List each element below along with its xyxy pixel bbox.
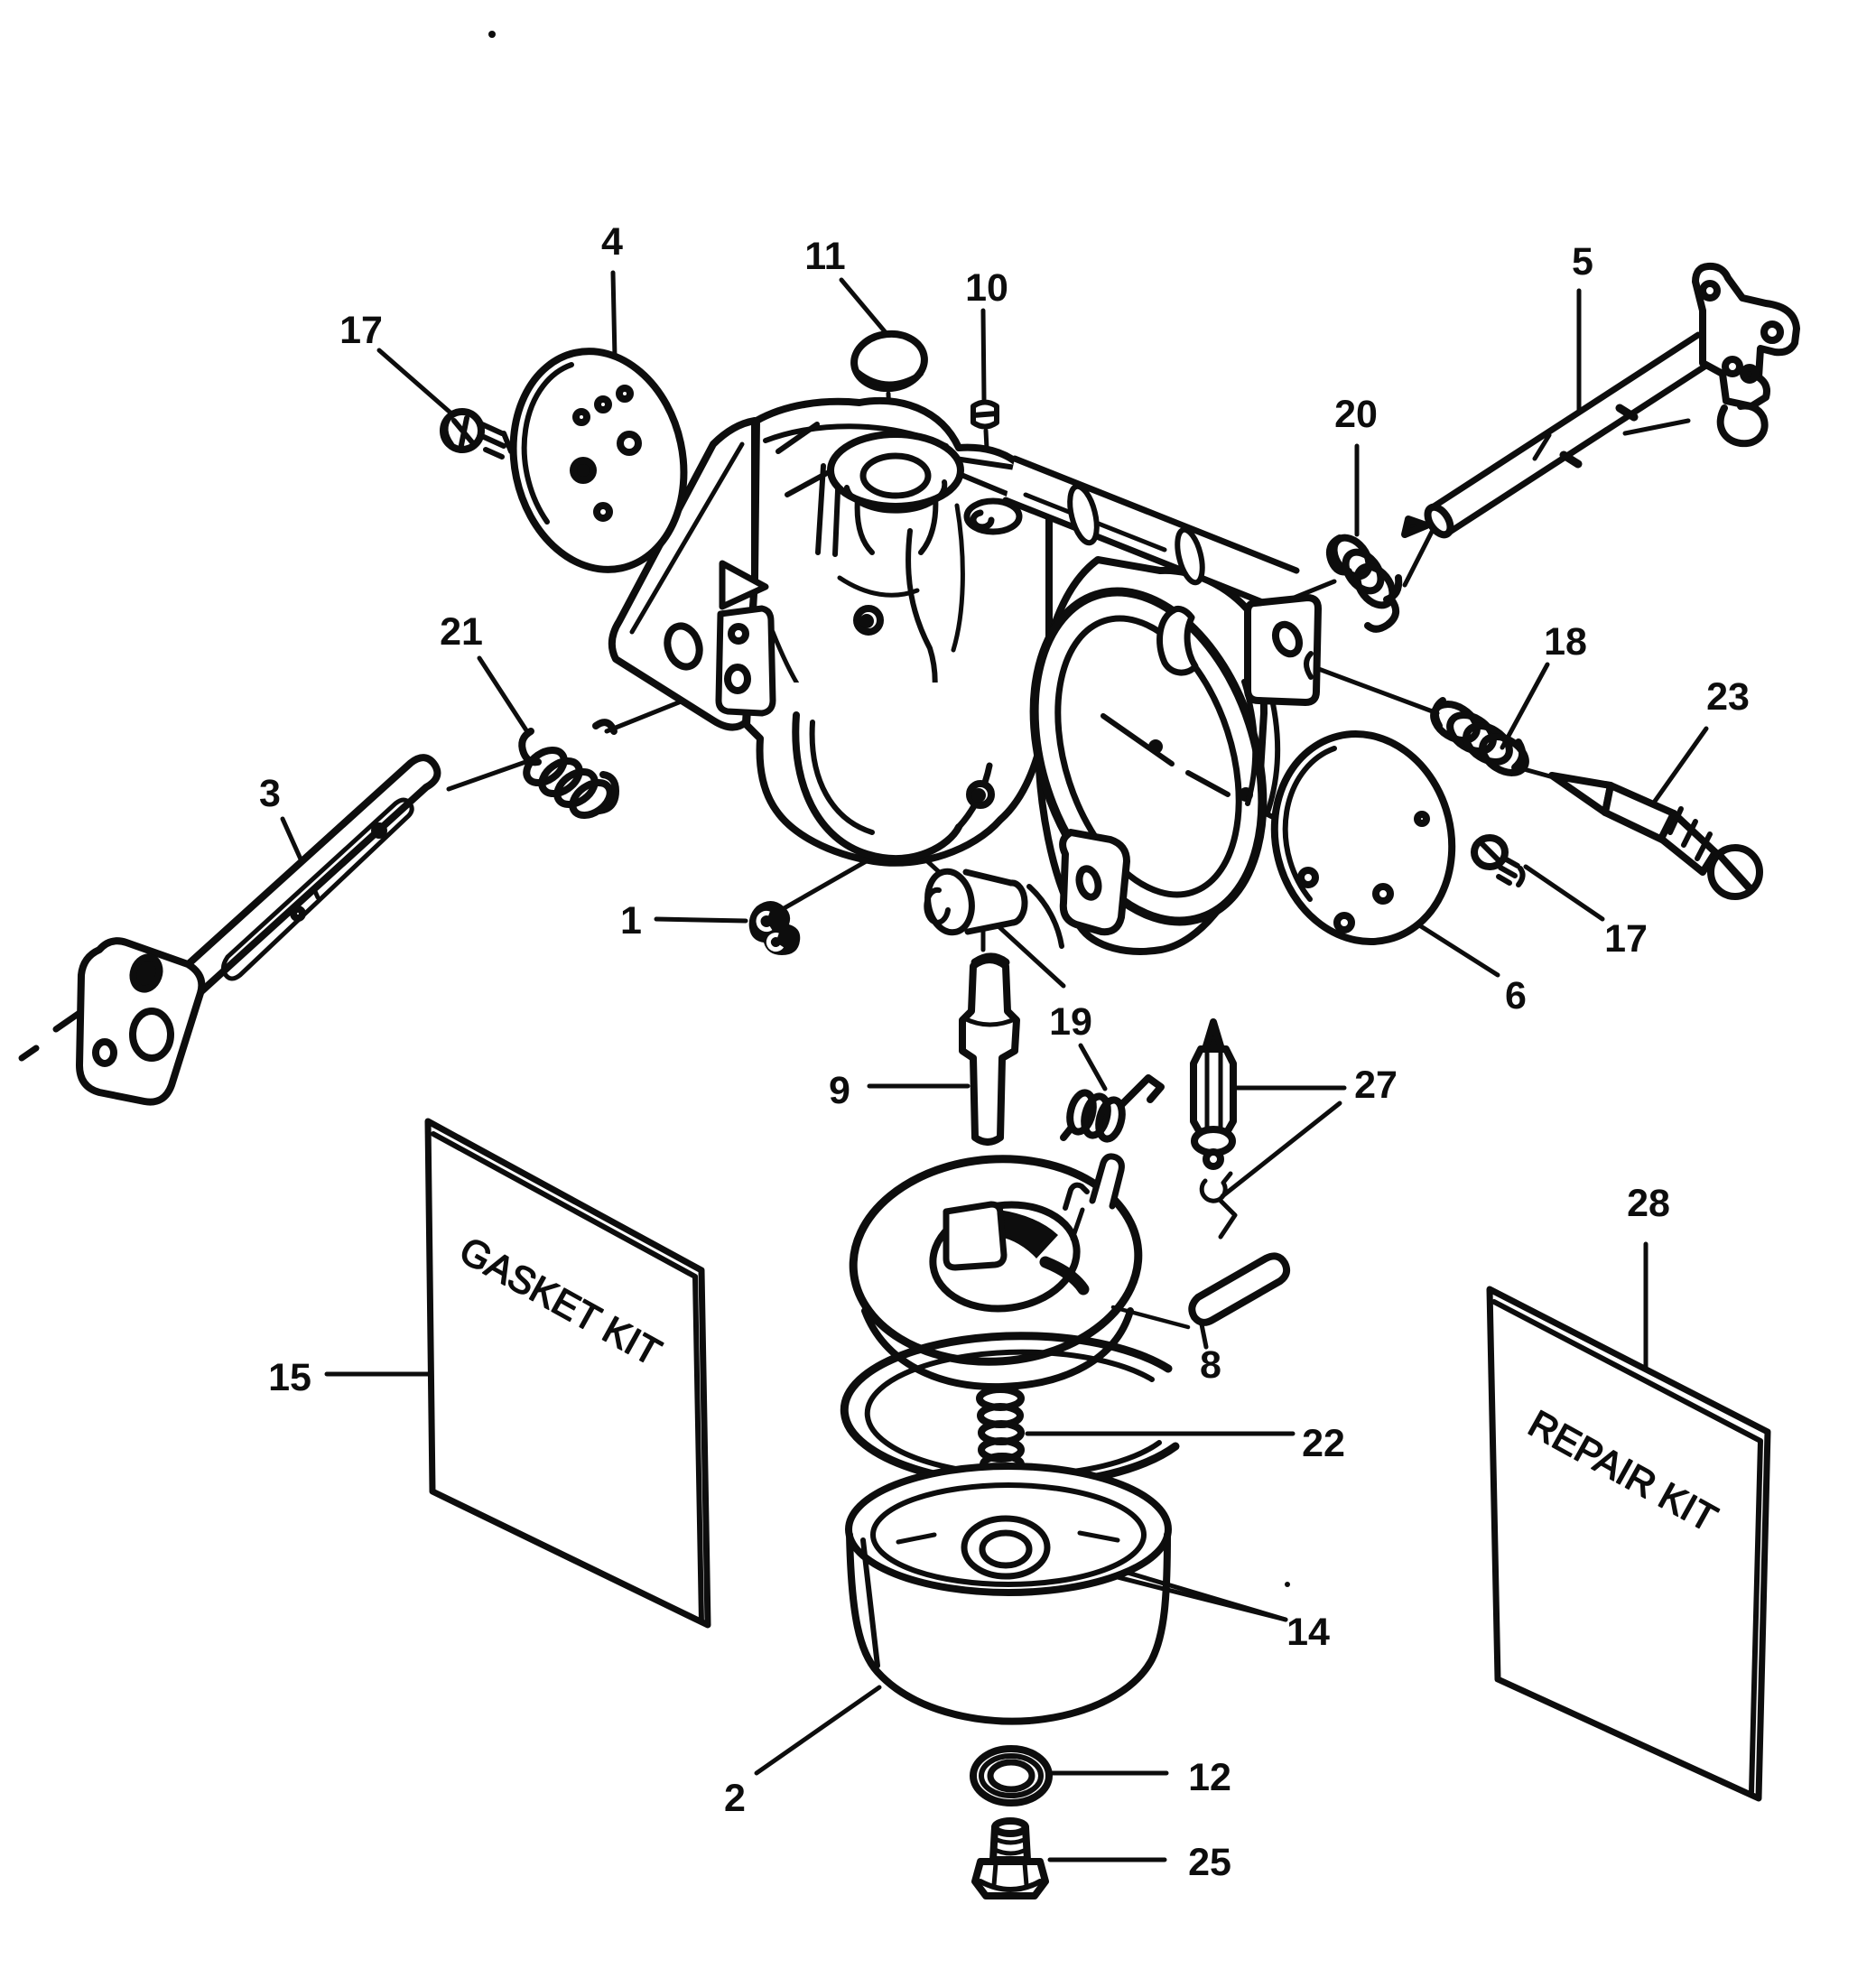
svg-text:18: 18 [1544,620,1587,664]
svg-text:1: 1 [620,899,642,943]
svg-text:23: 23 [1706,675,1750,719]
svg-text:17: 17 [1604,917,1648,961]
svg-text:10: 10 [965,266,1008,310]
svg-text:27: 27 [1354,1063,1398,1107]
svg-text:25: 25 [1188,1841,1231,1884]
svg-text:4: 4 [601,220,623,264]
svg-text:9: 9 [829,1069,850,1112]
svg-text:14: 14 [1286,1611,1330,1654]
svg-text:12: 12 [1188,1756,1231,1799]
svg-text:6: 6 [1505,974,1527,1017]
svg-text:20: 20 [1334,393,1378,436]
svg-text:21: 21 [440,610,483,654]
svg-text:8: 8 [1200,1343,1221,1387]
svg-text:22: 22 [1302,1422,1345,1465]
svg-text:17: 17 [339,309,383,352]
svg-text:11: 11 [804,235,845,278]
svg-text:15: 15 [268,1356,311,1399]
svg-text:19: 19 [1049,1000,1092,1044]
svg-text:28: 28 [1627,1182,1670,1225]
svg-text:5: 5 [1572,240,1593,283]
svg-text:3: 3 [259,772,281,815]
svg-text:2: 2 [724,1777,746,1820]
